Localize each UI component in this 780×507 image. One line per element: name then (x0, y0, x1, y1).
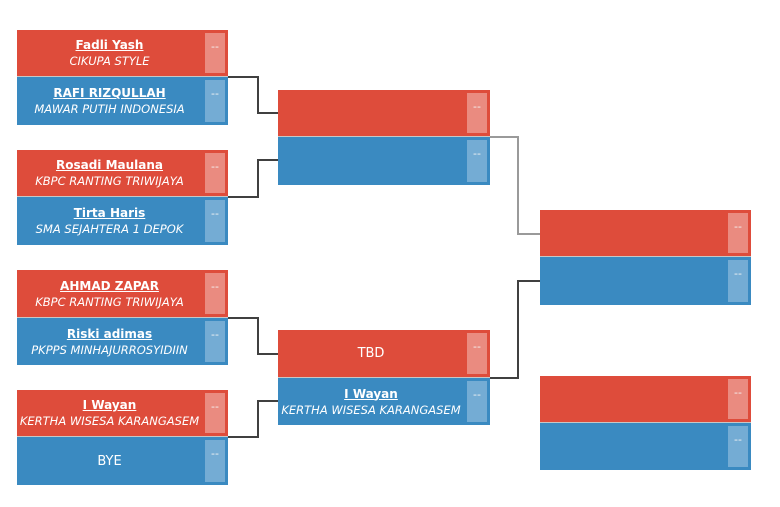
score-box[interactable]: -- (205, 33, 225, 73)
participant-slot[interactable]: Rosadi Maulana KBPC RANTING TRIWIJAYA -- (17, 150, 228, 197)
tbd-label: TBD (357, 346, 385, 361)
score-box[interactable]: -- (728, 260, 748, 302)
participant-name[interactable]: I Wayan (82, 398, 137, 412)
participant-slot[interactable]: TBD -- (278, 330, 490, 378)
participant-club: MAWAR PUTIH INDONESIA (34, 102, 185, 116)
score-box[interactable]: -- (728, 213, 748, 253)
participant-club: PKPPS MINHAJURROSYIDIIN (31, 342, 188, 357)
participant-club: KERTHA WISESA KARANGASEM (281, 402, 461, 417)
bye-label: BYE (97, 453, 122, 469)
participant-slot[interactable]: RAFI RIZQULLAH MAWAR PUTIH INDONESIA -- (17, 77, 228, 125)
participant-slot-empty[interactable]: -- (278, 137, 490, 185)
participant-slot[interactable]: I Wayan KERTHA WISESA KARANGASEM -- (17, 390, 228, 437)
score-box[interactable]: -- (728, 379, 748, 419)
score-box[interactable]: -- (205, 440, 225, 482)
participant-club: CIKUPA STYLE (69, 54, 150, 68)
score-box[interactable]: -- (467, 381, 487, 422)
third-place-slot-top[interactable]: -- (540, 376, 751, 423)
final-slot-top[interactable]: -- (540, 210, 751, 257)
participant-slot[interactable]: Riski adimas PKPPS MINHAJURROSYIDIIN -- (17, 318, 228, 365)
participant-name[interactable]: Fadli Yash (75, 38, 144, 52)
score-box[interactable]: -- (467, 140, 487, 182)
participant-name[interactable]: RAFI RIZQULLAH (53, 86, 166, 100)
score-box[interactable]: -- (205, 321, 225, 362)
score-box[interactable]: -- (467, 93, 487, 133)
participant-name[interactable]: Riski adimas (66, 326, 153, 341)
third-place-slot-bottom[interactable]: -- (540, 423, 751, 470)
score-box[interactable]: -- (467, 333, 487, 374)
score-box[interactable]: -- (205, 393, 225, 433)
final-slot-bottom[interactable]: -- (540, 257, 751, 305)
participant-slot[interactable]: BYE -- (17, 437, 228, 485)
participant-club: KBPC RANTING TRIWIJAYA (35, 174, 184, 188)
participant-slot[interactable]: Fadli Yash CIKUPA STYLE -- (17, 30, 228, 77)
participant-name[interactable]: I Wayan (344, 386, 398, 401)
participant-club: KBPC RANTING TRIWIJAYA (35, 294, 184, 309)
score-box[interactable]: -- (205, 273, 225, 314)
score-box[interactable]: -- (205, 80, 225, 122)
score-box[interactable]: -- (728, 426, 748, 467)
participant-slot[interactable]: I Wayan KERTHA WISESA KARANGASEM -- (278, 378, 490, 425)
participant-slot[interactable]: Tirta Haris SMA SEJAHTERA 1 DEPOK -- (17, 197, 228, 245)
score-box[interactable]: -- (205, 153, 225, 193)
participant-club: KERTHA WISESA KARANGASEM (19, 414, 200, 428)
participant-name[interactable]: Tirta Haris (73, 206, 146, 220)
participant-name[interactable]: AHMAD ZAPAR (60, 278, 159, 293)
score-box[interactable]: -- (205, 200, 225, 242)
participant-name[interactable]: Rosadi Maulana (55, 158, 164, 172)
participant-slot[interactable]: AHMAD ZAPAR KBPC RANTING TRIWIJAYA -- (17, 270, 228, 318)
participant-club: SMA SEJAHTERA 1 DEPOK (35, 222, 184, 236)
participant-slot-empty[interactable]: -- (278, 90, 490, 137)
